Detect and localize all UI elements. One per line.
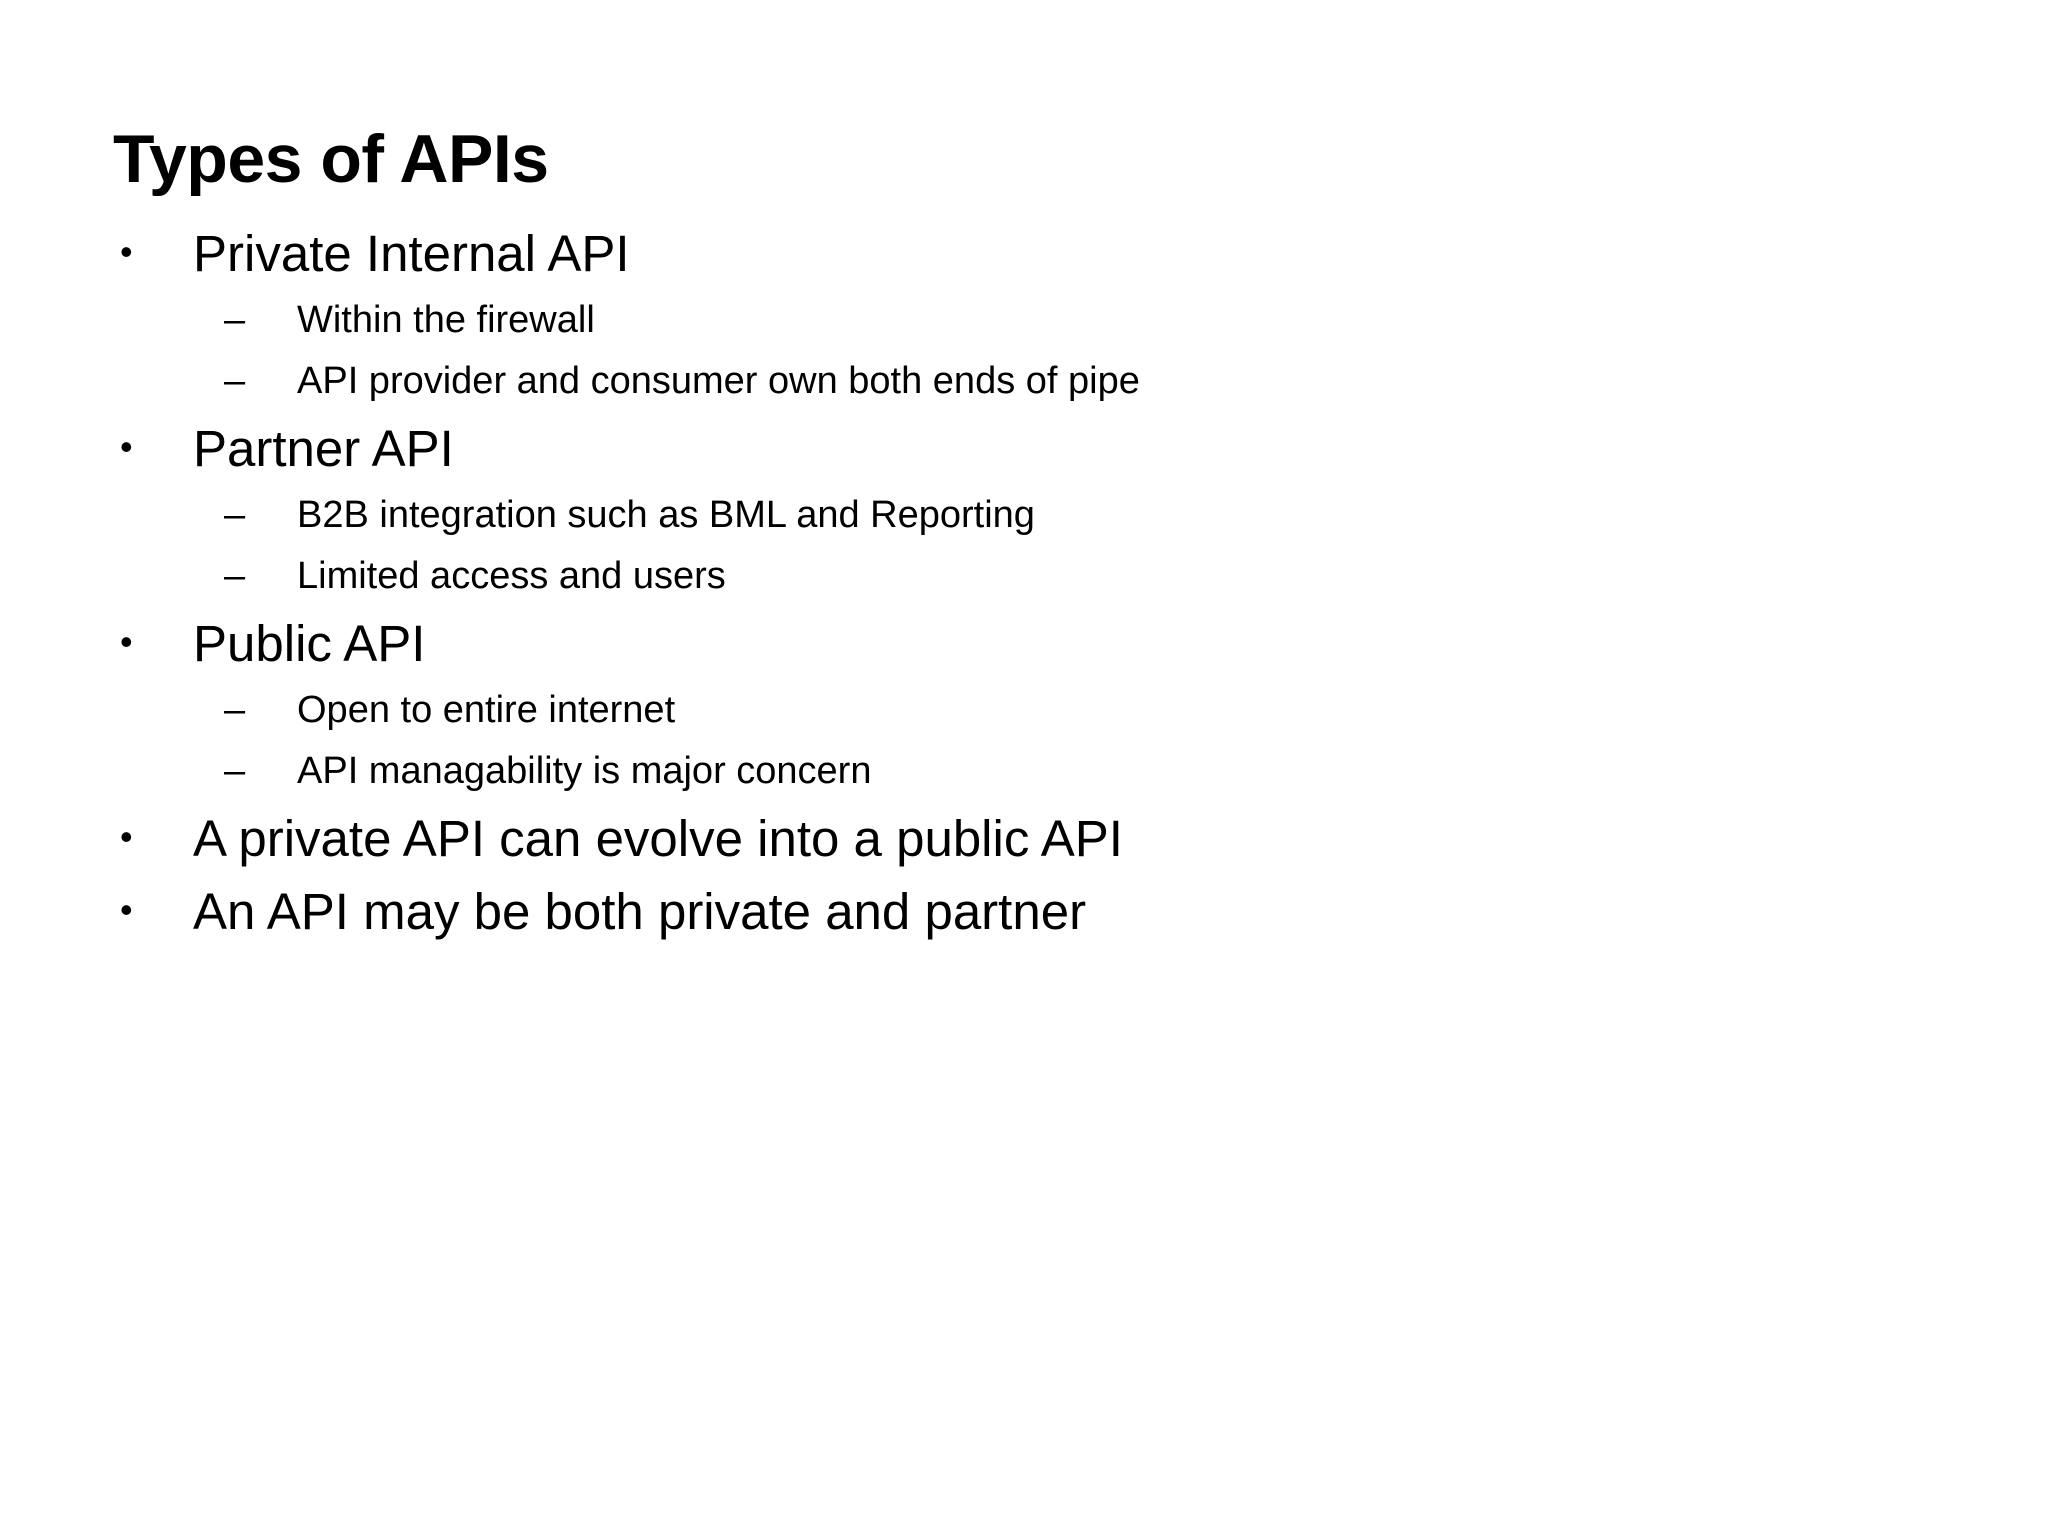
list-item-label: Limited access and users: [297, 555, 726, 597]
list-item: • A private API can evolve into a public…: [113, 813, 1943, 864]
bullet-icon: •: [120, 426, 133, 467]
dash-icon: –: [224, 360, 246, 402]
list-item: • Private Internal API: [113, 228, 1943, 279]
list-item: – API managability is major concern: [113, 752, 1943, 790]
sub-bullet-group: – Within the firewall – API provider and…: [113, 301, 1943, 400]
list-item-label: Public API: [193, 615, 426, 672]
dash-icon: –: [224, 555, 246, 597]
list-item: – Open to entire internet: [113, 691, 1943, 729]
page-title: Types of APIs: [113, 120, 549, 197]
dash-icon: –: [224, 689, 246, 731]
bullet-list: • Private Internal API – Within the fire…: [113, 228, 1943, 959]
bullet-icon: •: [120, 889, 133, 930]
dash-icon: –: [224, 494, 246, 536]
list-item: – B2B integration such as BML and Report…: [113, 496, 1943, 534]
dash-icon: –: [224, 299, 246, 341]
list-item-label: API managability is major concern: [297, 750, 872, 792]
bullet-icon: •: [120, 231, 133, 272]
list-item-label: B2B integration such as BML and Reportin…: [297, 494, 1035, 536]
list-item: – API provider and consumer own both end…: [113, 362, 1943, 400]
list-item-label: An API may be both private and partner: [193, 883, 1087, 940]
list-item: – Limited access and users: [113, 557, 1943, 595]
bullet-icon: •: [120, 816, 133, 857]
dash-icon: –: [224, 750, 246, 792]
list-item: • Public API: [113, 618, 1943, 669]
list-item-label: Open to entire internet: [297, 689, 676, 731]
sub-bullet-group: – B2B integration such as BML and Report…: [113, 496, 1943, 595]
list-item: – Within the firewall: [113, 301, 1943, 339]
list-item-label: API provider and consumer own both ends …: [297, 360, 1140, 402]
list-item-label: Partner API: [193, 420, 454, 477]
list-item: • Partner API: [113, 423, 1943, 474]
list-item-label: Private Internal API: [193, 225, 630, 282]
bullet-icon: •: [120, 621, 133, 662]
list-item-label: A private API can evolve into a public A…: [193, 810, 1123, 867]
sub-bullet-group: – Open to entire internet – API managabi…: [113, 691, 1943, 790]
list-item: • An API may be both private and partner: [113, 886, 1943, 937]
list-item-label: Within the firewall: [297, 299, 595, 341]
